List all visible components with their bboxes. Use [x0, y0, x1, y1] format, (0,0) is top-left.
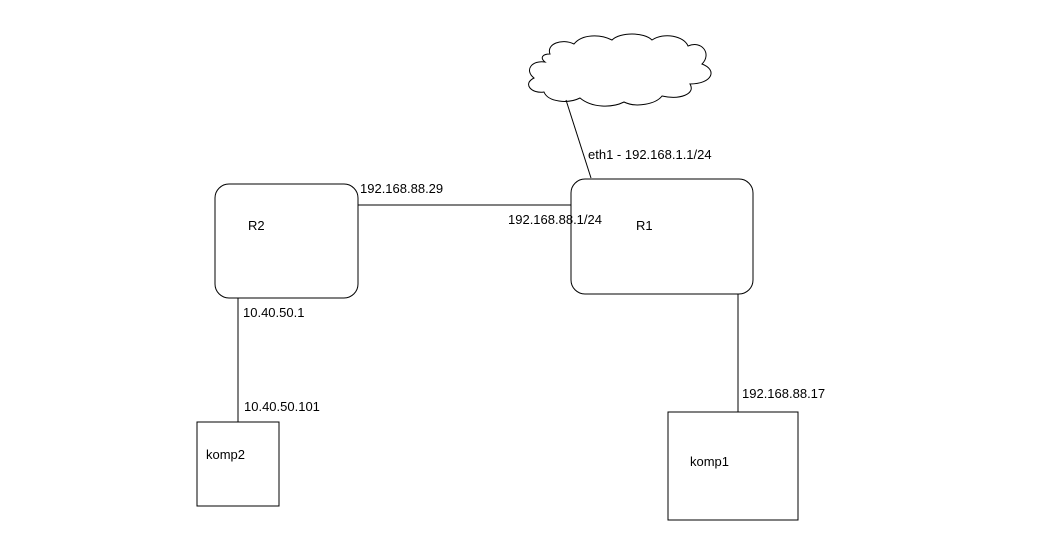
- router-r1-label: R1: [636, 218, 653, 233]
- computer-komp1-box: [667, 411, 799, 521]
- label-komp2-ip: 10.40.50.101: [244, 399, 320, 414]
- computer-komp2: komp2: [196, 421, 280, 507]
- computer-komp2-label: komp2: [206, 447, 245, 462]
- label-r1-lan-ip: 192.168.88.1/24: [508, 212, 602, 227]
- router-r2-box: [214, 183, 359, 299]
- router-r1: R1: [570, 178, 754, 295]
- link-r1-internet: [565, 99, 592, 179]
- cloud-shape: [528, 33, 712, 107]
- label-r2-wan-ip: 192.168.88.29: [360, 181, 443, 196]
- computer-komp1-label: komp1: [690, 454, 729, 469]
- router-r2: R2: [214, 183, 359, 299]
- computer-komp1: komp1: [667, 411, 799, 521]
- label-komp1-ip: 192.168.88.17: [742, 386, 825, 401]
- label-r2-lan-ip: 10.40.50.1: [243, 305, 304, 320]
- router-r2-label: R2: [248, 218, 265, 233]
- internet-cloud: [528, 33, 712, 107]
- router-r1-box: [570, 178, 754, 295]
- computer-komp2-box: [196, 421, 280, 507]
- label-eth1: eth1 - 192.168.1.1/24: [588, 147, 712, 162]
